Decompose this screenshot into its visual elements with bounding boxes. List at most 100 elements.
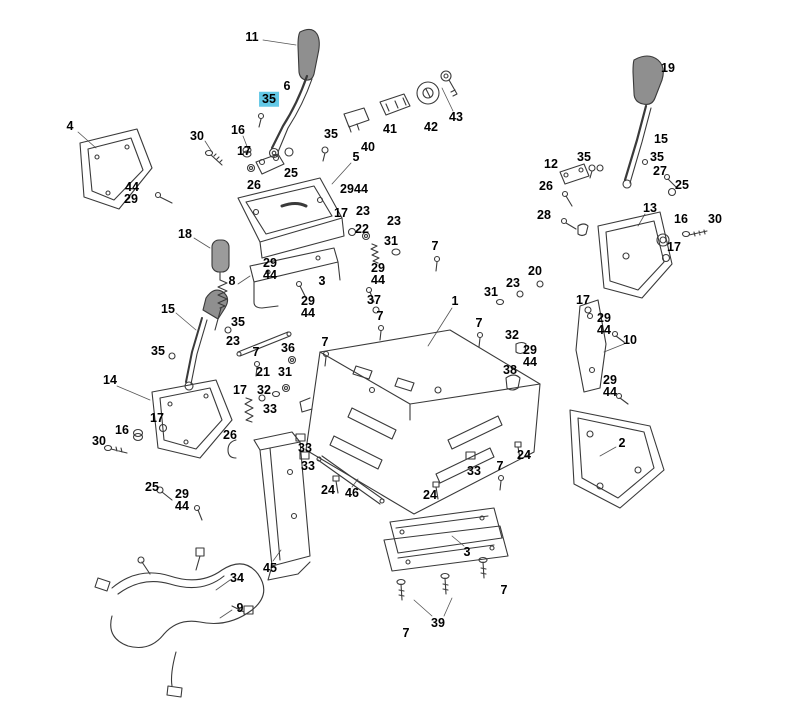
part-callout: 34: [230, 570, 244, 585]
link-parts-right: [559, 163, 590, 237]
part-callout: 29: [340, 181, 354, 196]
part-callout: 26: [539, 178, 553, 193]
part-callout: 23: [506, 275, 520, 290]
part-callout: 29: [603, 372, 617, 387]
part-callout: 42: [424, 119, 438, 134]
part-callout: 12: [544, 156, 558, 171]
part-callout: 20: [528, 263, 542, 278]
bracket-part-10: [575, 299, 629, 405]
part-callout: 44: [597, 322, 611, 337]
part-callout: 16: [115, 422, 129, 437]
panel-part-4: [79, 128, 173, 210]
console-part-5: [237, 177, 345, 259]
part-callout: 37: [367, 292, 381, 307]
plate-parts-3: [383, 507, 509, 572]
spring-part-18: [211, 239, 230, 331]
part-callout: 33: [301, 458, 315, 473]
part-callout: 9: [236, 600, 244, 615]
part-callout: 30: [190, 128, 204, 143]
pivot-link-part: [255, 147, 294, 175]
part-callout: 25: [284, 165, 298, 180]
part-callout: 7: [496, 458, 504, 473]
part-callout: 6: [283, 78, 291, 93]
part-callout: 33: [467, 463, 481, 478]
part-callout: 25: [675, 177, 689, 192]
part-callout: 31: [384, 233, 398, 248]
part-callout: 41: [383, 121, 397, 136]
part-callout: 30: [708, 211, 722, 226]
lever-part-15-right: [588, 104, 677, 197]
part-callout: 27: [653, 163, 667, 178]
support-bracket-part-8: [249, 247, 375, 309]
part-callout: 7: [321, 334, 329, 349]
lever-part-15-left: [168, 289, 232, 391]
part-callout: 39: [431, 615, 445, 630]
part-callout: 13: [643, 200, 657, 215]
rod-part-46: [316, 455, 385, 505]
part-callout: 17: [576, 292, 590, 307]
part-callout: 43: [449, 109, 463, 124]
part-callout: 17: [237, 143, 251, 158]
part-callout: 35: [577, 149, 591, 164]
linkage-cluster: [227, 331, 297, 459]
part-callout: 35: [231, 314, 245, 329]
part-callout: 23: [226, 333, 240, 348]
ignition-parts: [343, 70, 458, 133]
part-callout: 15: [161, 301, 175, 316]
washer-cluster-mid: [347, 227, 401, 264]
part-callout: 15: [654, 131, 668, 146]
part-callout: 29: [523, 342, 537, 357]
bracket-part-2: [569, 409, 665, 509]
part-callout: 7: [500, 582, 508, 597]
part-callout: 46: [345, 485, 359, 500]
part-callout: 14: [103, 372, 117, 387]
panel-part-14: [103, 379, 233, 521]
part-callout: 29: [175, 486, 189, 501]
part-callout: 16: [674, 211, 688, 226]
part-callout: 17: [150, 410, 164, 425]
part-callout: 44: [523, 354, 537, 369]
part-callout: 4: [66, 118, 74, 133]
part-callout: 7: [376, 308, 384, 323]
part-callout: 44: [301, 305, 315, 320]
part-callout: 32: [257, 382, 271, 397]
clip-bolt-parts: [295, 433, 522, 500]
knob-part-19: [632, 55, 664, 105]
frame-part-1: [299, 329, 541, 515]
part-callout: 8: [228, 273, 236, 288]
part-callout: 29: [371, 260, 385, 275]
part-callout: 11: [245, 29, 259, 44]
lever-part-6: [257, 74, 329, 162]
part-callout: 36: [281, 340, 295, 355]
channel-part-45: [253, 431, 311, 581]
part-callout: 16: [231, 122, 245, 137]
part-callout: 24: [423, 487, 437, 502]
part-callout: 35: [151, 343, 165, 358]
part-callout: 23: [387, 213, 401, 228]
part-callout: 7: [475, 315, 483, 330]
part-callout: 3: [318, 273, 326, 288]
part-callout: 5: [352, 149, 360, 164]
part-callout: 44: [175, 498, 189, 513]
part-callout: 10: [623, 332, 637, 347]
part-callout: 2: [618, 435, 626, 450]
part-callout: 29: [124, 191, 138, 206]
part-callout: 33: [298, 440, 312, 455]
part-callout: 44: [371, 272, 385, 287]
part-callout: 44: [263, 267, 277, 282]
part-callout: 44: [603, 384, 617, 399]
part-callout: 35: [324, 126, 338, 141]
part-callout: 25: [145, 479, 159, 494]
part-callout: 19: [661, 60, 675, 75]
part-callout: 29: [301, 293, 315, 308]
part-callout: 29: [263, 255, 277, 270]
part-callout: 22: [355, 221, 369, 236]
part-callout: 31: [484, 284, 498, 299]
wiring-harness-part: [94, 547, 265, 698]
part-callout: 32: [505, 327, 519, 342]
part-callout: 24: [321, 482, 335, 497]
part-callout: 26: [247, 177, 261, 192]
part-callout: 17: [334, 205, 348, 220]
